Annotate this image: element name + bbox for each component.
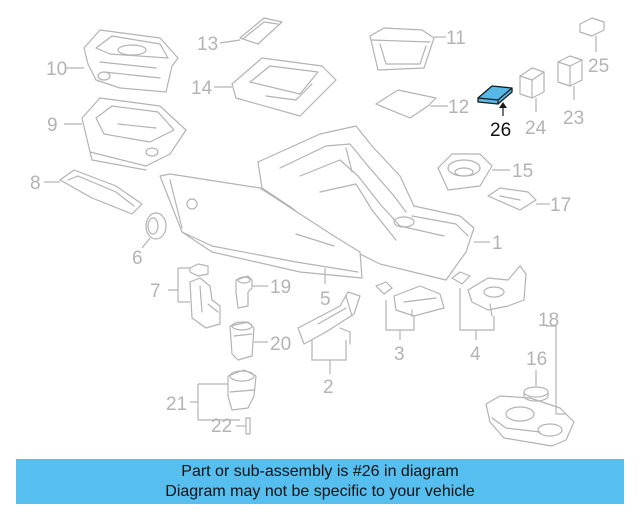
- callout-12: 12: [448, 97, 469, 118]
- part-info-banner: Part or sub-assembly is #26 in diagram D…: [16, 459, 624, 504]
- part-23-switch[interactable]: [557, 55, 583, 87]
- part-3-hinge-bracket[interactable]: [375, 281, 445, 317]
- part-24-switch[interactable]: [519, 67, 545, 99]
- callout-8: 8: [30, 173, 41, 194]
- part-11-storage-bin[interactable]: [369, 27, 435, 71]
- callout-14: 14: [191, 78, 213, 99]
- part-14-tray-mat[interactable]: [231, 57, 337, 117]
- part-17-liner[interactable]: [487, 187, 537, 211]
- part-10-bezel-assembly[interactable]: [83, 29, 179, 93]
- callout-21: 21: [166, 394, 187, 415]
- part-15-cup-holder[interactable]: [437, 153, 493, 191]
- callout-16: 16: [526, 349, 547, 370]
- callout-15: 15: [512, 161, 533, 182]
- part-26-highlighted-cap[interactable]: [477, 85, 513, 105]
- callout-20: 20: [270, 334, 291, 355]
- part-7-bracket-assembly[interactable]: [189, 263, 221, 329]
- part-2-mounting-bracket[interactable]: [297, 291, 361, 345]
- callout-18: 18: [538, 310, 559, 331]
- part-6-round-cap[interactable]: [145, 212, 167, 240]
- callout-17: 17: [550, 195, 571, 216]
- callout-22: 22: [211, 416, 232, 437]
- part-8-trim-panel[interactable]: [59, 169, 143, 215]
- callout-26-arrow: [499, 102, 507, 108]
- callout-25: 25: [588, 56, 609, 77]
- part-16-round-cap[interactable]: [523, 386, 549, 402]
- callout-19: 19: [270, 277, 291, 298]
- callout-13: 13: [197, 34, 218, 55]
- callout-24: 24: [525, 118, 547, 139]
- callout-4: 4: [470, 344, 481, 365]
- part-25-cap[interactable]: [579, 17, 605, 37]
- part-12-bin-mat[interactable]: [375, 89, 437, 119]
- part-20-socket[interactable]: [229, 321, 255, 361]
- callout-26: 26: [490, 120, 511, 141]
- part-22-pin[interactable]: [245, 417, 251, 435]
- part-19-switch[interactable]: [235, 275, 253, 309]
- callout-3: 3: [394, 344, 405, 365]
- part-4-latch-bracket[interactable]: [451, 265, 527, 317]
- callout-11: 11: [446, 28, 466, 49]
- callout-6: 6: [132, 248, 143, 269]
- callout-5: 5: [320, 289, 331, 310]
- part-5-side-panel[interactable]: [159, 173, 363, 279]
- callout-10: 10: [46, 59, 67, 80]
- callout-1: 1: [492, 233, 503, 254]
- callout-23: 23: [563, 108, 584, 129]
- callout-9: 9: [47, 115, 58, 136]
- callout-7: 7: [150, 281, 161, 302]
- banner-line-part-number: Part or sub-assembly is #26 in diagram: [181, 462, 459, 480]
- part-21-socket-housing[interactable]: [227, 369, 257, 411]
- callout-2: 2: [323, 377, 334, 398]
- banner-line-disclaimer: Diagram may not be specific to your vehi…: [165, 482, 475, 500]
- exploded-parts-diagram: 10 13 14 11 12 26 24: [30, 17, 609, 447]
- part-9-lower-bezel[interactable]: [81, 97, 187, 171]
- part-13-pad[interactable]: [239, 17, 283, 45]
- part-18-cup-holder-assembly[interactable]: [485, 395, 575, 447]
